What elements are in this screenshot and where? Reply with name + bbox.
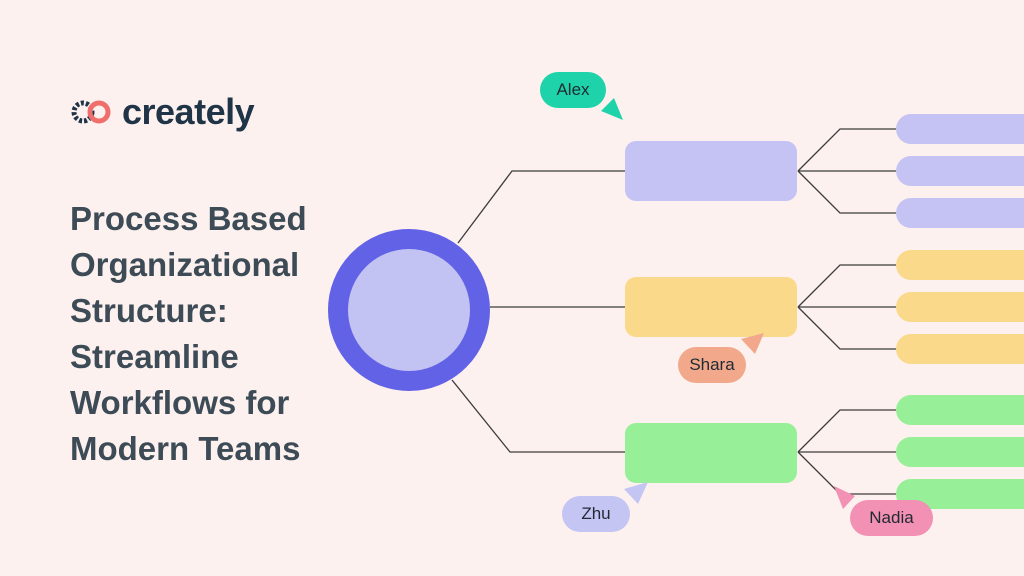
- leaf-node-middle-2[interactable]: [896, 292, 1024, 322]
- branch-node-top[interactable]: [625, 141, 797, 201]
- connector-lines: [451, 128, 896, 495]
- leaf-node-top-1[interactable]: [896, 114, 1024, 144]
- cursor-arrow-icon: [624, 482, 648, 504]
- cursor-arrow-icon: [601, 98, 623, 120]
- connector-middle-1: [797, 264, 896, 308]
- leaf-node-middle-1[interactable]: [896, 250, 1024, 280]
- collaborator-label-alex: Alex: [540, 72, 606, 108]
- cursor-arrow-icon: [834, 486, 855, 509]
- brand-logo: creately: [70, 91, 255, 132]
- leaf-node-bottom-2[interactable]: [896, 437, 1024, 467]
- leaf-node-bottom-1[interactable]: [896, 395, 1024, 425]
- connector-top-3: [797, 170, 896, 214]
- branch-node-middle[interactable]: [625, 277, 797, 337]
- connector-hub-top: [457, 170, 626, 244]
- connector-top-1: [797, 128, 896, 172]
- collaborator-label-nadia: Nadia: [850, 500, 933, 536]
- page-title: Process Based Organizational Structure: …: [70, 200, 307, 467]
- leaf-node-bottom-3[interactable]: [896, 479, 1024, 509]
- leaf-node-top-3[interactable]: [896, 198, 1024, 228]
- branch-node-bottom[interactable]: [625, 423, 797, 483]
- collaborator-label-shara: Shara: [678, 347, 746, 383]
- leaf-node-top-2[interactable]: [896, 156, 1024, 186]
- cursor-arrow-icon: [741, 333, 764, 354]
- connector-bottom-3: [797, 451, 896, 495]
- connector-hub-bottom: [451, 379, 626, 453]
- collaborator-label-zhu: Zhu: [562, 496, 630, 532]
- connector-middle-3: [797, 306, 896, 350]
- brand-name: creately: [122, 91, 255, 132]
- creately-logo-icon: [71, 100, 111, 124]
- hub-node[interactable]: [328, 229, 490, 391]
- leaf-node-middle-3[interactable]: [896, 334, 1024, 364]
- connector-bottom-1: [797, 409, 896, 453]
